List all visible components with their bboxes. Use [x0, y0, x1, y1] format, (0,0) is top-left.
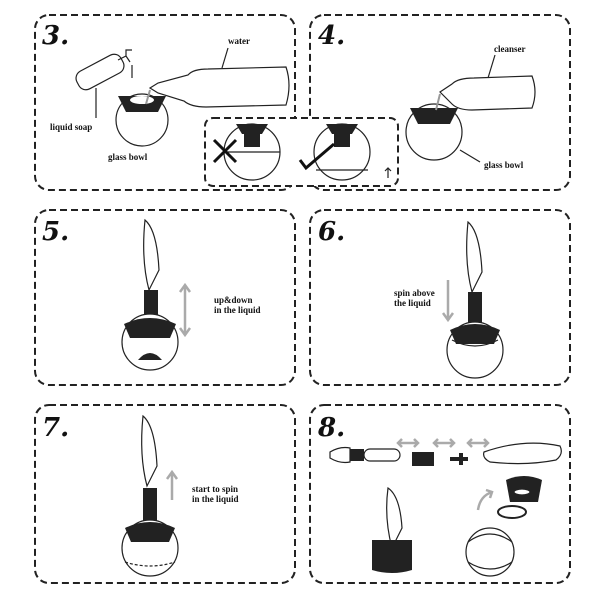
- the-liquid-label: the liquid: [394, 298, 431, 308]
- step-number: 3.: [42, 21, 69, 51]
- glass-bowl-illustration: [115, 93, 169, 147]
- correct-check-icon: [298, 142, 335, 171]
- liquid-soap-label: liquid soap: [50, 122, 92, 132]
- step-6-panel: 6. spin above the liquid: [309, 209, 571, 386]
- step-number: 7.: [42, 413, 69, 443]
- soap-bottle-illustration: [75, 49, 133, 91]
- step-8-panel: 8.: [309, 404, 571, 584]
- wrong-x-icon: [212, 138, 238, 164]
- step-5-panel: 5. up&down in the liquid: [34, 209, 296, 386]
- in-liquid-label: in the liquid: [192, 494, 239, 504]
- in-liquid-label: in the liquid: [214, 305, 261, 315]
- up-down-label: up&down: [214, 295, 253, 305]
- cleanser-label: cleanser: [494, 44, 526, 54]
- glass-bowl-label: glass bowl: [484, 160, 524, 170]
- correct-vs-wrong-inset: [204, 117, 399, 187]
- spin-above-label: spin above: [394, 288, 435, 298]
- step-3-panel: 3. water liquid soap glass bowl: [34, 14, 296, 191]
- step-7-panel: 7. start to spin in the liquid: [34, 404, 296, 584]
- water-label: water: [228, 36, 250, 46]
- glass-bowl-label: glass bowl: [108, 152, 148, 162]
- disassembly-arrows: [396, 438, 490, 448]
- step-number: 4.: [318, 21, 345, 51]
- step-number: 8.: [317, 413, 345, 443]
- step-number: 6.: [318, 217, 345, 247]
- step-number: 5.: [42, 217, 69, 247]
- water-bottle-illustration: [145, 66, 290, 108]
- start-spin-label: start to spin: [192, 484, 238, 494]
